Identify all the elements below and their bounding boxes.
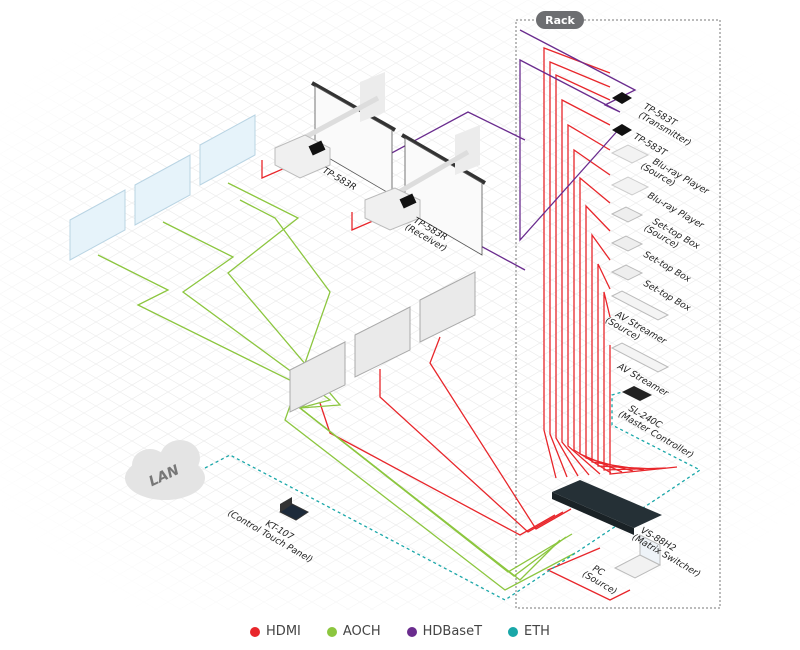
aoch-cable [239,199,576,591]
display-panel [69,189,126,261]
display-panels [69,114,256,261]
av-streamer-icon [610,342,670,373]
legend-label: HDBaseT [422,624,483,639]
tp583r-receiver-device [399,193,417,209]
legend-label: HDMI [266,624,301,639]
tp583r-receiver-device [308,140,326,156]
hdmi-cable [543,47,611,479]
rack-devices [552,92,670,579]
hdmi-cable [597,263,656,470]
hdbaset-cable [519,29,637,242]
kt107-touch-panel [279,497,309,521]
legend-item-hdbaset: HDBaseT [406,624,483,639]
set-top-box-icon [610,235,644,252]
tv-display [289,341,346,413]
legend-label: ETH [524,624,550,639]
legend: HDMI AOCH HDBaseT ETH [0,624,800,639]
hdmi-cable [379,369,564,533]
tv-display [354,306,411,378]
tv-displays [289,271,476,413]
aoch-cable [227,182,573,573]
tp583t-transmitter-icon [612,92,632,104]
hdmi-cable [555,73,611,477]
aoch-cable [162,221,567,577]
hdmi-cable [567,123,611,475]
rack-label-badge [536,11,584,29]
legend-dot-aoch [326,626,337,637]
hdmi-cable [561,98,611,476]
hdmi-cable [319,402,556,536]
legend-item-aoch: AOCH [326,624,381,639]
projector-2 [364,187,421,231]
legend-label: AOCH [342,624,381,639]
projector-1 [274,134,331,179]
legend-item-eth: ETH [508,624,550,639]
display-panel [199,114,256,186]
hdmi-cable [591,232,645,471]
vs-88h2-matrix-switcher-icon [552,480,662,528]
eth-cable [204,391,702,601]
set-top-box-icon [610,206,644,223]
sl-240c-controller-icon [622,386,652,401]
projection-screen-1 [298,72,396,196]
blu-ray-player-icon [610,176,650,196]
hdmi-cable [603,291,667,471]
legend-dot-hdmi [250,626,261,637]
blu-ray-player-icon [610,144,650,164]
hdmi-cable [609,345,678,475]
hdmi-cable [546,547,631,601]
av-streamer-icon [610,290,670,321]
legend-dot-eth [508,626,519,637]
display-panel [134,154,191,226]
cables [97,29,702,601]
hdmi-cable [549,61,611,478]
set-top-box-icon [610,264,644,281]
legend-dot-hdbaset [406,626,417,637]
legend-item-hdmi: HDMI [250,624,301,639]
tp583t-icon [612,124,632,136]
rack-boundary [515,19,721,609]
tv-display [419,271,476,343]
hdmi-cable [429,336,572,530]
lan-cloud: LAN [125,440,205,500]
rack-label: Rack [545,14,575,27]
